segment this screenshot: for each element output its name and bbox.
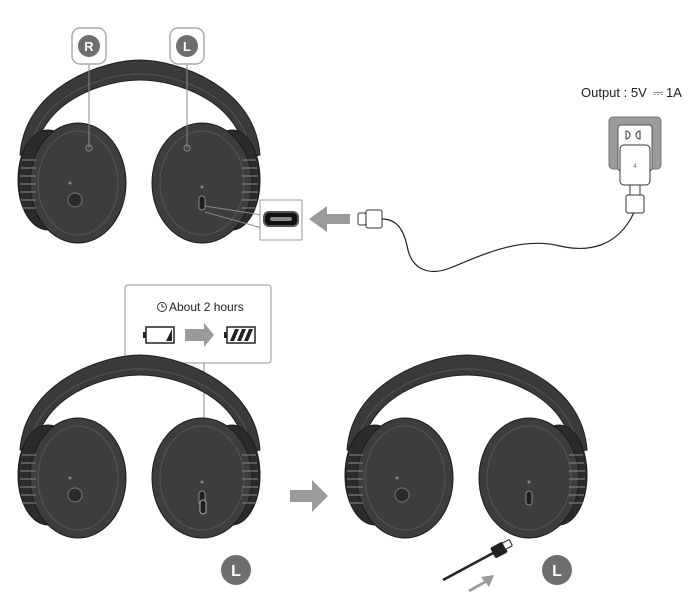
insert-arrow bbox=[309, 206, 350, 232]
output-dc-symbol: ⎓ bbox=[653, 85, 663, 100]
charge-time-box: About 2 hours bbox=[124, 284, 272, 364]
charger-output-label: Output : 5V ⎓ 1A bbox=[581, 85, 682, 100]
right-badge: R bbox=[71, 27, 107, 65]
headphones-bottom-right bbox=[344, 354, 588, 539]
unplug-cable bbox=[442, 539, 513, 582]
left-badge-bottom-2: L bbox=[542, 555, 572, 585]
battery-low-icon bbox=[143, 326, 175, 344]
left-badge-bottom-1: L bbox=[221, 555, 251, 585]
left-badge-bottom-2-label: L bbox=[552, 563, 562, 580]
left-badge-bottom-1-label: L bbox=[231, 563, 241, 580]
led-indicator bbox=[199, 499, 207, 515]
headphones-bottom-left bbox=[17, 354, 261, 539]
clock-icon bbox=[157, 302, 167, 312]
step-arrow bbox=[290, 480, 328, 512]
charge-arrow bbox=[185, 323, 214, 347]
usb-port-zoom bbox=[204, 199, 303, 241]
right-badge-label: R bbox=[84, 39, 94, 54]
left-badge-label: L bbox=[183, 39, 191, 54]
battery-full-icon bbox=[224, 326, 256, 344]
wall-charger-icon: 4 bbox=[608, 116, 662, 214]
usb-c-cable bbox=[357, 199, 637, 272]
output-label: Output : 5V bbox=[581, 85, 647, 100]
charge-time-label: About 2 hours bbox=[169, 300, 244, 314]
unplug-arrow bbox=[468, 575, 494, 592]
output-current: 1A bbox=[666, 85, 682, 100]
svg-text:4: 4 bbox=[633, 164, 637, 170]
left-badge: L bbox=[169, 27, 205, 65]
headphones-top bbox=[17, 59, 261, 244]
